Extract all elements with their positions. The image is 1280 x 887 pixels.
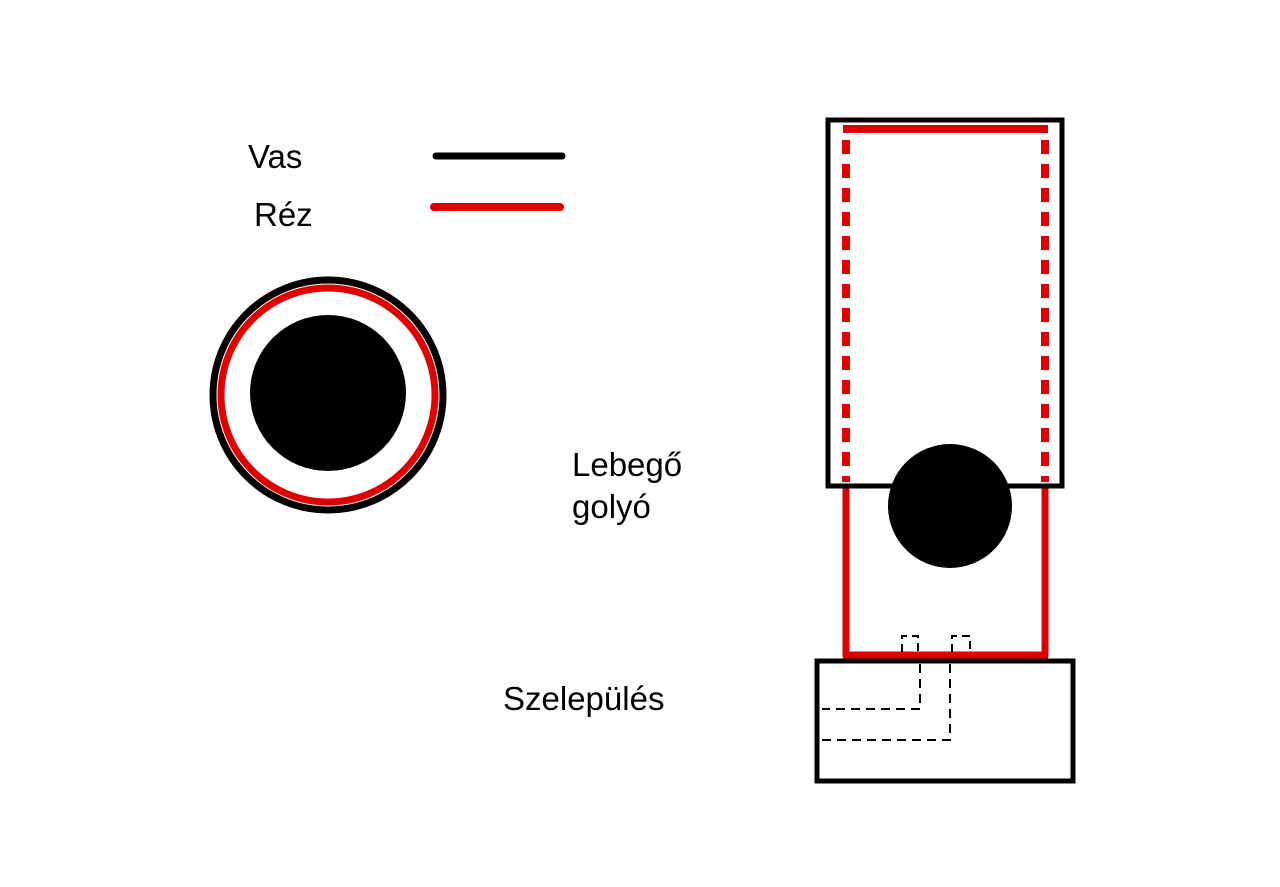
valve-channel-outer [822, 664, 951, 741]
floating-ball [888, 444, 1012, 568]
ball-label-line2: golyó [572, 488, 651, 525]
side-view [814, 117, 1076, 784]
legend-copper-label: Réz [254, 196, 313, 233]
cross-section-iron-ball [250, 315, 406, 471]
cross-section-outer-iron-ring [209, 276, 447, 514]
valve-seat-label: Szelepülés [503, 680, 664, 717]
ball-label-line1: Lebegő [572, 446, 682, 483]
valve-nozzle-left [901, 635, 919, 652]
valve-channel-inner [822, 664, 921, 710]
legend-iron-label: Vas [248, 138, 302, 175]
cross-section [209, 276, 447, 514]
iron-tube [825, 117, 1065, 489]
valve-seat-block [814, 658, 1076, 784]
ball-label: Lebegő golyó [572, 446, 682, 525]
valve-nozzle-right [951, 635, 971, 652]
cross-section-copper-ring [217, 284, 439, 506]
legend: Vas Réz [248, 138, 566, 233]
